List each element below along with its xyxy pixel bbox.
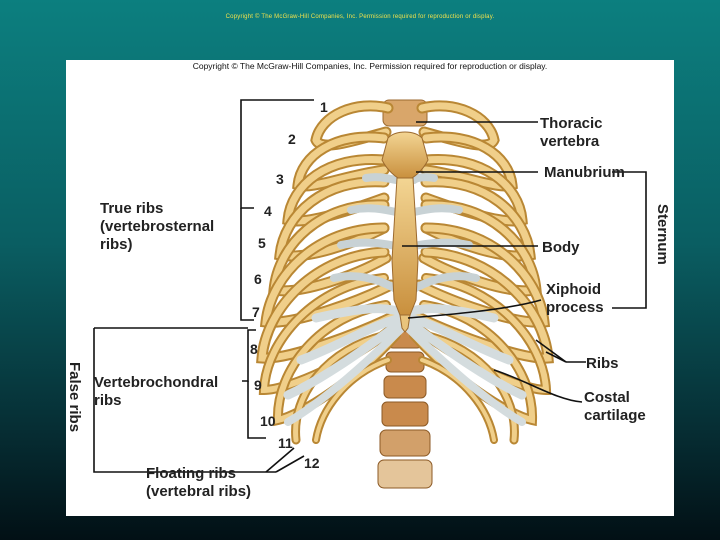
rib-number-5: 5 [258,235,266,251]
rib-number-7: 7 [252,304,260,320]
label-body: Body [542,239,580,256]
label-floating-ribs-line1: Floating ribs [146,465,236,482]
rib-number-8: 8 [250,341,258,357]
label-true-ribs-line2: (vertebrosternal [100,218,214,235]
label-thoracic-vertebra-line1: Thoracic [540,115,603,132]
label-manubrium: Manubrium [544,164,625,181]
rib-number-9: 9 [254,377,262,393]
label-vertebrochondral-line2: ribs [94,392,122,409]
rib-cage-diagram: Thoracic vertebra Manubrium Body Xiphoid… [66,60,674,516]
label-xiphoid-line2: process [546,299,604,316]
label-thoracic-vertebra-line2: vertebra [540,133,600,150]
label-true-ribs-line1: True ribs [100,200,163,217]
label-true-ribs-line3: ribs) [100,236,133,253]
label-floating-ribs-line2: (vertebral ribs) [146,483,251,500]
slide-copyright: Copyright © The McGraw-Hill Companies, I… [0,14,720,20]
rib-number-11: 11 [278,435,293,451]
rib-number-10: 10 [260,413,276,429]
label-xiphoid-line1: Xiphoid [546,281,601,298]
label-sternum: Sternum [654,204,671,265]
label-costal-cartilage-line1: Costal [584,389,630,406]
label-costal-cartilage-line2: cartilage [584,407,646,424]
anatomy-figure-panel: Copyright © The McGraw-Hill Companies, I… [66,60,674,516]
label-vertebrochondral-line1: Vertebrochondral [94,374,218,391]
rib-number-4: 4 [264,203,272,219]
rib-number-3: 3 [276,171,284,187]
rib-number-6: 6 [254,271,262,287]
rib-number-2: 2 [288,131,296,147]
label-ribs: Ribs [586,355,619,372]
rib-number-1: 1 [320,99,328,115]
label-false-ribs: False ribs [66,362,83,432]
rib-number-12: 12 [304,455,320,471]
